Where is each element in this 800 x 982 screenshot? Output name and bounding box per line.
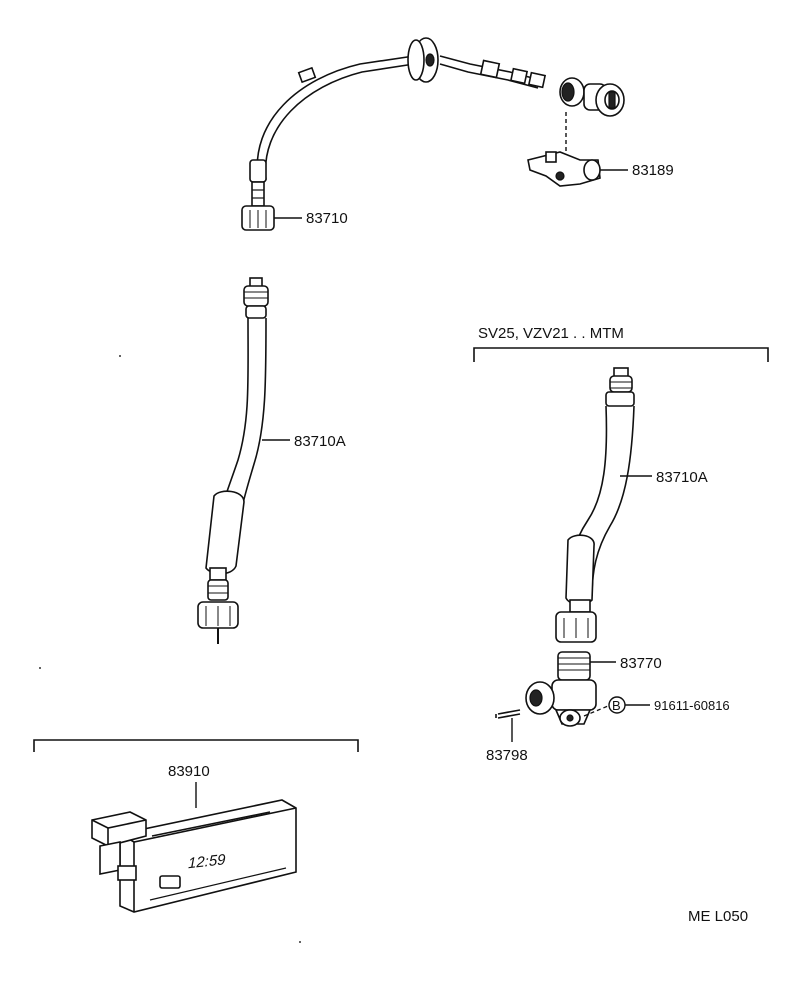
callout-83189: 83189 (632, 162, 674, 179)
scan-speck (299, 941, 301, 943)
cable-clip (297, 66, 317, 84)
speedometer-cable-83710a-left: 83710A (197, 277, 346, 644)
callout-83710a-left: 83710A (294, 433, 346, 450)
grommet (407, 37, 439, 83)
variant-group-sv25: SV25, VZV21 . . MTM 83710A (473, 325, 769, 764)
speedometer-cable-assembly: 83189 83710 (241, 37, 674, 231)
clock-button (159, 875, 181, 889)
clock-bracket-line (33, 739, 359, 752)
diagram-code: ME L050 (688, 908, 748, 925)
clock-assembly-83910: 83910 12:59 (33, 739, 359, 913)
callout-83710a-right: 83710A (656, 469, 708, 486)
variant-label: SV25, VZV21 . . MTM (478, 325, 624, 342)
adapter-83770 (525, 651, 597, 727)
callout-83798: 83798 (486, 747, 528, 764)
callout-91611: 91611-60816 (654, 698, 730, 713)
clock-display: 12:59 (188, 851, 226, 872)
scan-speck (39, 667, 41, 669)
callout-83910: 83910 (168, 763, 210, 780)
bolt-marker-letter: B (612, 698, 621, 713)
callout-83770: 83770 (620, 655, 662, 672)
variant-bracket-line (473, 347, 769, 362)
bracket-83189 (527, 151, 601, 187)
pin-83798 (495, 709, 521, 719)
callout-83710: 83710 (306, 210, 348, 227)
cable-drive-connector (559, 77, 625, 117)
scan-speck (119, 355, 121, 357)
